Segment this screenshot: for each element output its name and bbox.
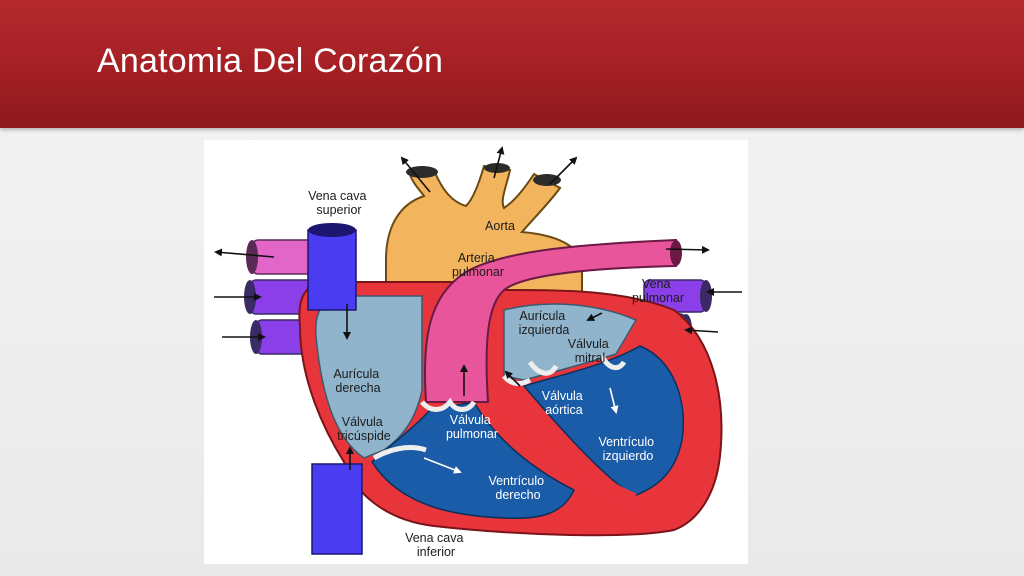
label-line: Válvula <box>542 389 583 403</box>
label-line: tricúspide <box>337 429 391 443</box>
left-ventricle <box>522 345 685 497</box>
label-auricula-derecha: Aurícula derecha <box>333 367 382 395</box>
label-line: Arteria <box>458 251 495 265</box>
heart-svg: Vena cava superior Aorta Arteria pulmona… <box>214 146 742 559</box>
valves <box>372 354 627 461</box>
label-line: Válvula <box>342 415 383 429</box>
vena-cava <box>307 223 363 555</box>
label-line: aórtica <box>545 403 583 417</box>
pulmonary-artery <box>423 238 682 403</box>
label-line: Aurícula <box>519 309 565 323</box>
label-vena-pulmonar: Vena pulmonar <box>632 277 684 305</box>
title-bar: Anatomia Del Corazón <box>0 0 1024 128</box>
label-ventriculo-izquierdo: Ventrículo izquierdo <box>598 435 657 463</box>
label-valvula-pulmonar: Válvula pulmonar <box>446 413 498 441</box>
right-ventricle <box>371 401 575 520</box>
label-line: Ventrículo <box>598 435 654 449</box>
label-ventriculo-derecho: Ventrículo derecho <box>488 474 547 502</box>
label-auricula-izquierda: Aurícula izquierda <box>519 309 570 337</box>
label-line: Vena cava <box>308 189 366 203</box>
label-line: Válvula <box>450 413 491 427</box>
flow-arrows-black <box>214 146 742 470</box>
label-vena-cava-superior: Vena cava superior <box>308 189 370 217</box>
label-line: izquierdo <box>603 449 654 463</box>
label-line: izquierda <box>519 323 570 337</box>
label-vena-cava-inferior: Vena cava inferior <box>405 531 467 559</box>
label-line: Vena <box>642 277 671 291</box>
label-line: pulmonar <box>446 427 498 441</box>
label-line: derecho <box>495 488 540 502</box>
slide-title: Anatomia Del Corazón <box>97 42 444 80</box>
label-arteria-pulmonar: Arteria pulmonar <box>452 251 504 279</box>
diagram-labels: Vena cava superior Aorta Arteria pulmona… <box>308 189 684 559</box>
label-valvula-tricuspide: Válvula tricúspide <box>337 415 391 443</box>
label-valvula-aortica: Válvula aórtica <box>542 389 586 417</box>
label-line: Válvula <box>568 337 609 351</box>
flow-arrows-white <box>423 387 619 474</box>
label-line: pulmonar <box>452 265 504 279</box>
heart-diagram: Vena cava superior Aorta Arteria pulmona… <box>204 140 748 564</box>
label-line: superior <box>316 203 361 217</box>
septum <box>498 385 637 507</box>
label-line: pulmonar <box>632 291 684 305</box>
label-line: Aorta <box>485 219 515 233</box>
label-line: mitral <box>575 351 606 365</box>
left-atrium <box>503 303 638 381</box>
label-aorta: Aorta <box>485 219 515 233</box>
label-line: Ventrículo <box>488 474 544 488</box>
label-line: inferior <box>417 545 455 559</box>
label-valvula-mitral: Válvula mitral <box>568 337 612 365</box>
label-line: Vena cava <box>405 531 463 545</box>
label-line: Aurícula <box>333 367 379 381</box>
label-line: derecha <box>335 381 380 395</box>
